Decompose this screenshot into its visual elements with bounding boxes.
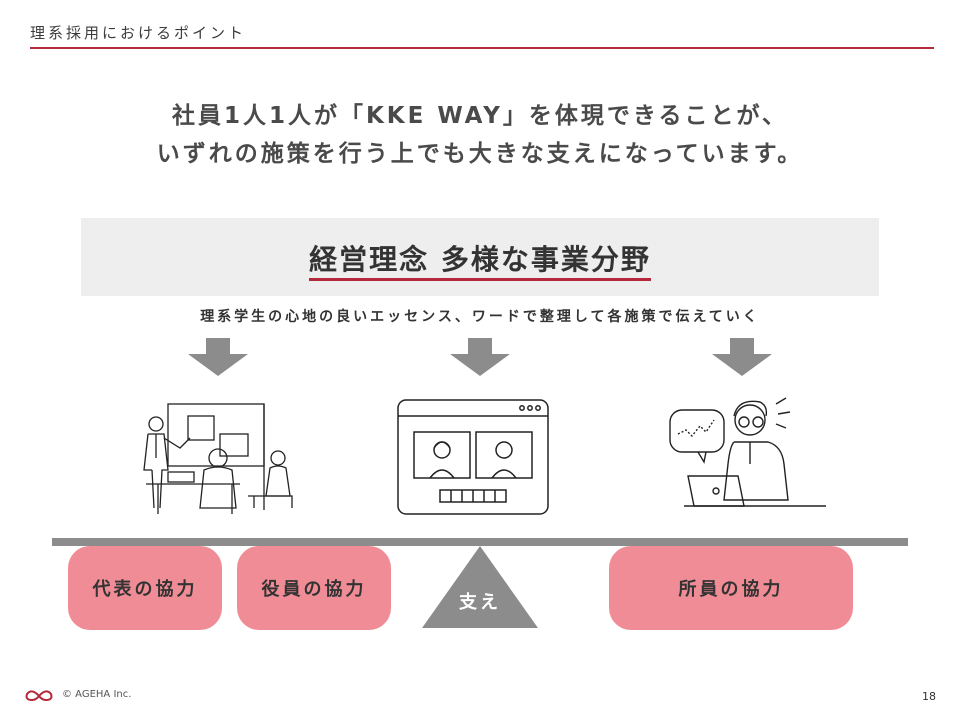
subtitle: 理系学生の心地の良いエッセンス、ワードで整理して各施策で伝えていく <box>200 309 760 325</box>
down-arrow-icon <box>450 338 510 376</box>
fulcrum-label: 支え <box>459 592 501 613</box>
online-video-meeting-illustration <box>397 399 549 515</box>
down-arrow-icon <box>712 338 772 376</box>
theme-title: 経営理念 多様な事業分野 <box>81 238 879 281</box>
header-divider <box>30 47 934 49</box>
headline-line-1: 社員1人1人が「KKE WAY」を体現できることが、 <box>171 103 789 129</box>
copyright-text: © AGEHA Inc. <box>62 689 132 700</box>
theme-box: 経営理念 多様な事業分野 <box>81 218 879 296</box>
presentation-meeting-illustration <box>143 403 293 514</box>
theme-title-text: 経営理念 多様な事業分野 <box>309 243 651 281</box>
page-number: 18 <box>922 690 936 703</box>
person-with-laptop-illustration <box>669 397 826 507</box>
headline-line-2: いずれの施策を行う上でも大きな支えになっています。 <box>156 141 804 167</box>
support-pill-staff: 所員の協力 <box>609 546 853 630</box>
header-title: 理系採用におけるポイント <box>30 24 247 42</box>
fulcrum-triangle <box>422 546 538 628</box>
down-arrow-icon <box>188 338 248 376</box>
support-pill-executives: 役員の協力 <box>237 546 391 630</box>
balance-beam <box>52 538 908 546</box>
support-pill-president: 代表の協力 <box>68 546 222 630</box>
ageha-logo-icon <box>25 690 53 702</box>
